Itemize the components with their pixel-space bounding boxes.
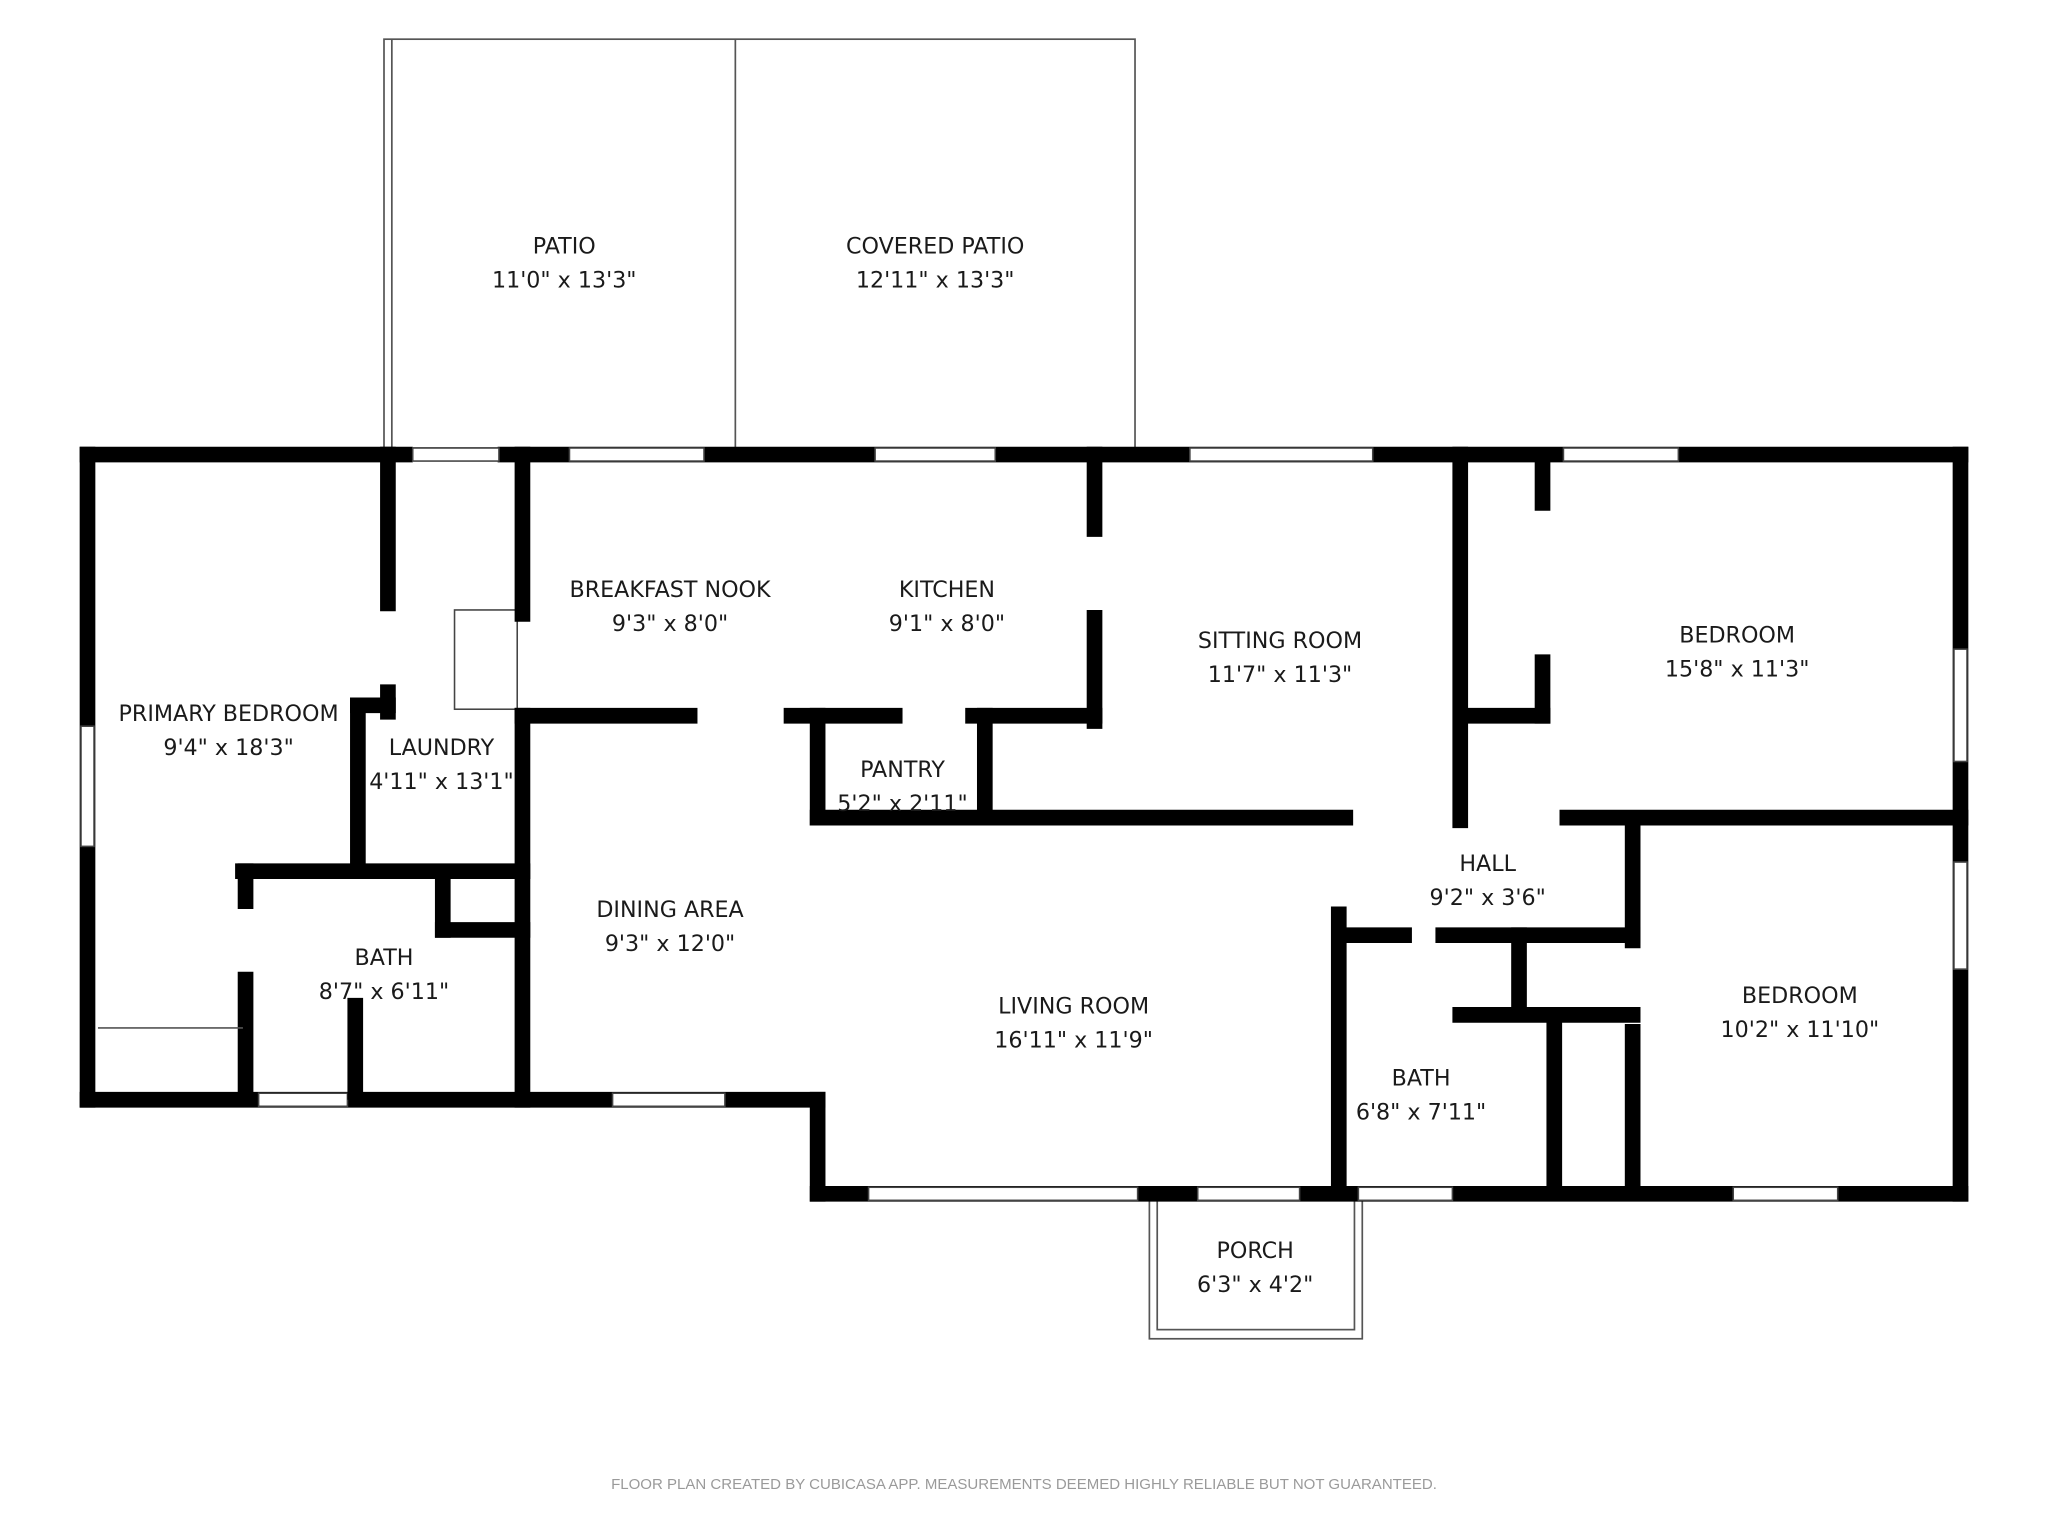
room-name-porch: PORCH <box>1217 1238 1294 1264</box>
room-name-bath-2: BATH <box>1392 1065 1451 1091</box>
room-name-breakfast-nook: BREAKFAST NOOK <box>570 577 773 603</box>
room-name-primary-bedroom: PRIMARY BEDROOM <box>119 701 339 727</box>
room-size-covered-patio: 12'11" x 13'3" <box>856 267 1015 293</box>
room-size-breakfast-nook: 9'3" x 8'0" <box>612 611 728 637</box>
room-size-laundry: 4'11" x 13'1" <box>369 769 514 795</box>
disclaimer-footer: FLOOR PLAN CREATED BY CUBICASA APP. MEAS… <box>611 1476 1437 1493</box>
room-size-dining-area: 9'3" x 12'0" <box>605 931 735 957</box>
room-size-bedroom-2: 10'2" x 11'10" <box>1721 1017 1880 1043</box>
room-name-kitchen: KITCHEN <box>899 577 995 603</box>
room-size-porch: 6'3" x 4'2" <box>1197 1272 1313 1298</box>
room-name-sitting-room: SITTING ROOM <box>1198 628 1362 654</box>
room-size-sitting-room: 11'7" x 11'3" <box>1208 662 1353 688</box>
windows <box>80 447 1968 1202</box>
room-name-bath-1: BATH <box>355 945 414 971</box>
room-name-living-room: LIVING ROOM <box>998 994 1149 1020</box>
room-size-kitchen: 9'1" x 8'0" <box>889 611 1005 637</box>
room-name-patio: PATIO <box>533 233 596 259</box>
room-size-pantry: 5'2" x 2'11" <box>837 791 967 817</box>
room-size-living-room: 16'11" x 11'9" <box>994 1028 1153 1054</box>
room-size-patio: 11'0" x 13'3" <box>492 267 637 293</box>
room-name-pantry: PANTRY <box>860 757 945 783</box>
room-name-bedroom-2: BEDROOM <box>1742 983 1858 1009</box>
room-name-bedroom-1: BEDROOM <box>1679 623 1795 649</box>
interior-walls <box>97 446 1969 1197</box>
room-name-covered-patio: COVERED PATIO <box>846 233 1024 259</box>
room-size-bedroom-1: 15'8" x 11'3" <box>1665 657 1810 683</box>
room-name-hall: HALL <box>1459 851 1516 877</box>
room-size-hall: 9'2" x 3'6" <box>1430 885 1546 911</box>
room-size-bath-2: 6'8" x 7'11" <box>1356 1099 1486 1125</box>
room-name-dining-area: DINING AREA <box>596 897 743 923</box>
room-size-bath-1: 8'7" x 6'11" <box>319 979 449 1005</box>
room-name-laundry: LAUNDRY <box>389 735 495 761</box>
room-size-primary-bedroom: 9'4" x 18'3" <box>163 735 293 761</box>
porch-outline <box>1148 1192 1364 1340</box>
